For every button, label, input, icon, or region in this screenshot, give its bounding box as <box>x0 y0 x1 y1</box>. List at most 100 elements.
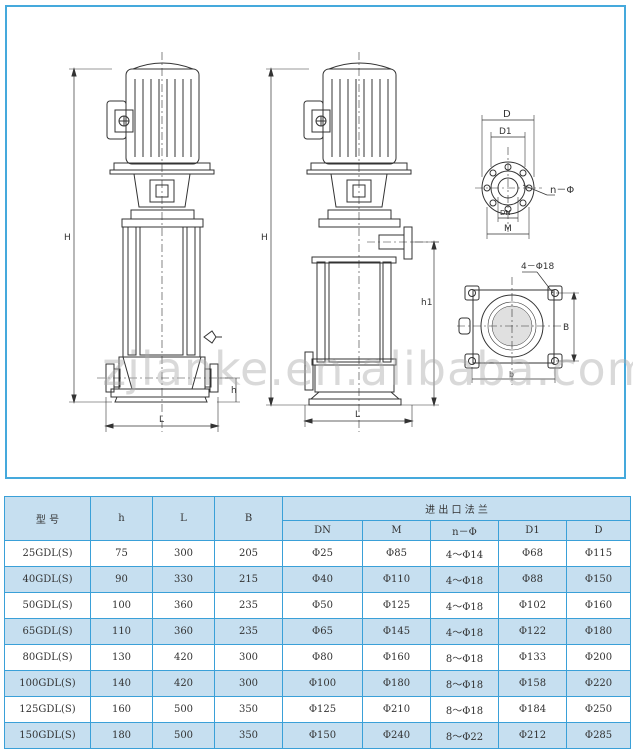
cell-B: 215 <box>214 566 283 593</box>
cell-M: Φ125 <box>362 592 431 619</box>
cell-n-phi: 4～Φ18 <box>430 618 499 645</box>
cell-D1: Φ122 <box>498 618 567 645</box>
header-flange: 进 出 口 法 兰 <box>281 496 632 521</box>
cell-h: 90 <box>90 566 153 593</box>
cell-h: 180 <box>90 722 153 749</box>
cell-L: 330 <box>152 566 215 593</box>
cell-h: 75 <box>90 540 153 567</box>
cell-D: Φ250 <box>565 696 632 723</box>
dim-label-M: M <box>504 224 512 234</box>
cell-model: 25GDL(S) <box>4 540 91 567</box>
cell-D1: Φ133 <box>498 644 567 671</box>
dim-label-D: D <box>503 109 511 120</box>
cell-M: Φ180 <box>362 670 431 697</box>
cell-D: Φ180 <box>565 618 632 645</box>
dim-label-h1-side: h1 <box>421 298 432 308</box>
cell-model: 80GDL(S) <box>4 644 91 671</box>
technical-drawing-panel: H h L H h1 L D D1 DN M n－Φ 4－Φ18 B b zjl… <box>5 5 633 479</box>
cell-M: Φ210 <box>362 696 431 723</box>
cell-DN: Φ40 <box>282 566 363 593</box>
cell-D: Φ160 <box>565 592 632 619</box>
cell-B: 300 <box>214 644 283 671</box>
cell-DN: Φ65 <box>282 618 363 645</box>
cell-n-phi: 8～Φ18 <box>430 670 499 697</box>
dim-label-H-front: H <box>64 233 71 243</box>
pump-side-view <box>266 52 439 432</box>
cell-D: Φ200 <box>565 644 632 671</box>
dim-label-D1: D1 <box>499 127 512 137</box>
header-L: L <box>152 496 215 541</box>
header-DN: DN <box>282 520 363 541</box>
cell-M: Φ85 <box>362 540 431 567</box>
cell-n-phi: 4～Φ18 <box>430 566 499 593</box>
cell-L: 360 <box>152 618 215 645</box>
cell-model: 100GDL(S) <box>4 670 91 697</box>
flange-detail <box>475 115 555 239</box>
cell-L: 500 <box>152 696 215 723</box>
header-model: 型 号 <box>4 496 91 541</box>
cell-D: Φ220 <box>565 670 632 697</box>
cell-n-phi: 4～Φ18 <box>430 592 499 619</box>
dim-label-B: B <box>563 323 569 333</box>
pump-front-view <box>69 52 240 432</box>
cell-B: 350 <box>214 696 283 723</box>
cell-DN: Φ125 <box>282 696 363 723</box>
cell-D1: Φ158 <box>498 670 567 697</box>
cell-n-phi: 8～Φ18 <box>430 644 499 671</box>
cell-M: Φ145 <box>362 618 431 645</box>
cell-L: 500 <box>152 722 215 749</box>
header-M: M <box>362 520 431 541</box>
watermark-text: zjlanke.en.alibaba.com <box>102 342 633 396</box>
cell-L: 300 <box>152 540 215 567</box>
cell-M: Φ240 <box>362 722 431 749</box>
cell-h: 110 <box>90 618 153 645</box>
cell-L: 420 <box>152 670 215 697</box>
cell-D: Φ115 <box>565 540 632 567</box>
cell-D1: Φ102 <box>498 592 567 619</box>
cell-D: Φ285 <box>565 722 632 749</box>
cell-M: Φ160 <box>362 644 431 671</box>
cell-L: 360 <box>152 592 215 619</box>
cell-model: 65GDL(S) <box>4 618 91 645</box>
cell-D1: Φ212 <box>498 722 567 749</box>
cell-h: 140 <box>90 670 153 697</box>
cell-model: 150GDL(S) <box>4 722 91 749</box>
dim-label-L-front: L <box>159 415 164 425</box>
pump-drawing: H h L H h1 L D D1 DN M n－Φ 4－Φ18 B b <box>64 52 579 432</box>
cell-model: 125GDL(S) <box>4 696 91 723</box>
cell-D1: Φ68 <box>498 540 567 567</box>
cell-B: 235 <box>214 618 283 645</box>
header-D: D <box>565 520 632 541</box>
dim-label-L-side: L <box>355 410 360 420</box>
dim-label-holes: 4－Φ18 <box>521 262 555 272</box>
cell-DN: Φ50 <box>282 592 363 619</box>
cell-M: Φ110 <box>362 566 431 593</box>
cell-DN: Φ80 <box>282 644 363 671</box>
cell-B: 235 <box>214 592 283 619</box>
cell-h: 130 <box>90 644 153 671</box>
header-B: B <box>214 496 283 541</box>
dim-label-DN: DN <box>500 209 511 217</box>
base-plan <box>457 271 579 385</box>
cell-model: 40GDL(S) <box>4 566 91 593</box>
header-D1: D1 <box>498 520 567 541</box>
header-h: h <box>90 496 153 541</box>
dim-label-h-front: h <box>231 386 237 396</box>
cell-D1: Φ88 <box>498 566 567 593</box>
cell-h: 100 <box>90 592 153 619</box>
cell-B: 350 <box>214 722 283 749</box>
dim-label-b: b <box>509 370 514 379</box>
cell-n-phi: 8～Φ18 <box>430 696 499 723</box>
cell-DN: Φ25 <box>282 540 363 567</box>
dim-label-n-phi: n－Φ <box>550 185 574 196</box>
cell-n-phi: 8～Φ22 <box>430 722 499 749</box>
header-n-phi: n－Φ <box>430 520 499 541</box>
cell-h: 160 <box>90 696 153 723</box>
cell-D1: Φ184 <box>498 696 567 723</box>
